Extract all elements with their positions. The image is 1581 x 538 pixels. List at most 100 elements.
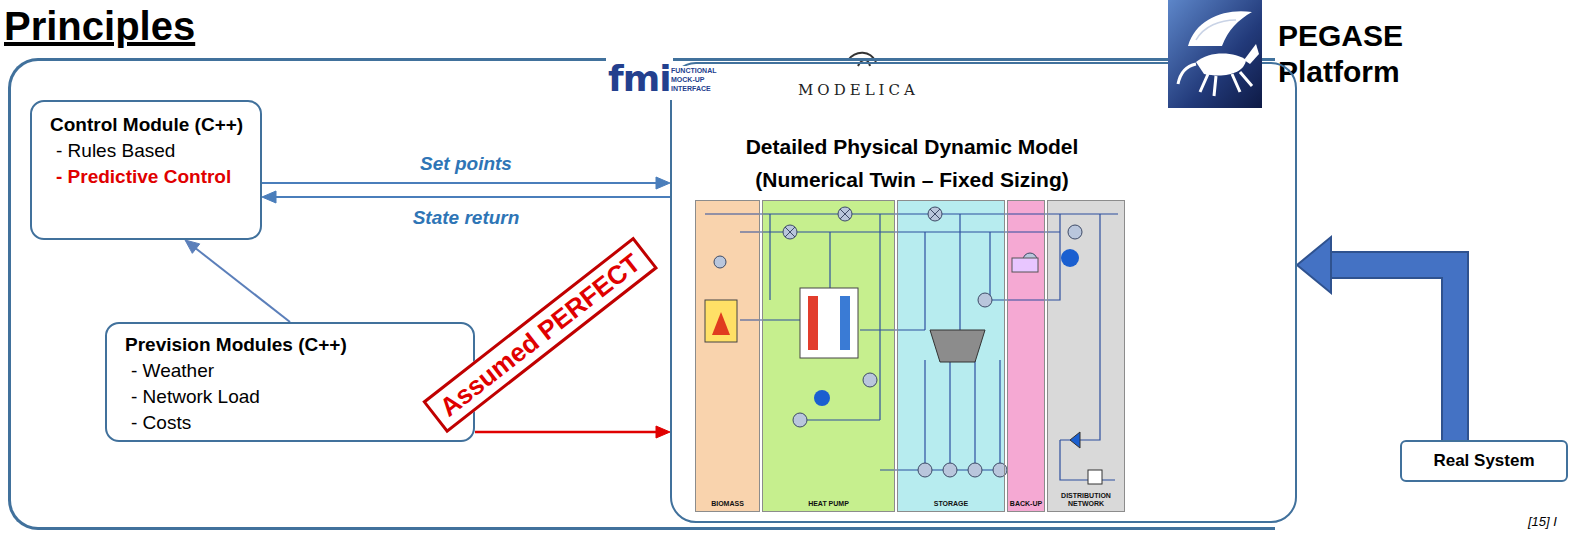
- schematic-part: [840, 296, 850, 350]
- module-heading: Control Module (C++): [50, 112, 244, 138]
- module-heading: Prevision Modules (C++): [125, 332, 457, 358]
- arrow-heads: [185, 240, 200, 253]
- schematic-part: [918, 463, 932, 477]
- schematic-part: [1088, 470, 1102, 484]
- schematic-part: [1061, 249, 1079, 267]
- box-label: BIOMASS: [711, 500, 744, 508]
- subsystem-panel: BACK-UP: [1007, 200, 1045, 512]
- schematic-part: [785, 227, 795, 237]
- schematic-part: [943, 463, 957, 477]
- subsystem-panel: BIOMASS: [695, 200, 760, 512]
- connector-line: [262, 182, 657, 184]
- connector-outline: [1330, 265, 1455, 440]
- schematic-part: [695, 200, 760, 512]
- schematic-part: [800, 288, 858, 358]
- schematic-part: [1012, 258, 1038, 272]
- bullet-item: - Predictive Control: [50, 164, 244, 190]
- schematic-part: [1188, 11, 1252, 46]
- arrow-heads: [656, 426, 670, 438]
- schematic-part: [1068, 225, 1082, 239]
- schematic-part: [978, 293, 992, 307]
- schematic-part: [1244, 44, 1259, 64]
- schematic-part: [1168, 0, 1262, 108]
- schematic-part: [1060, 214, 1100, 440]
- schematic-part: [959, 214, 960, 330]
- box-label: HEAT PUMP: [808, 500, 849, 508]
- bullet-item: - Network Load: [125, 384, 457, 410]
- system-box: Real System: [1400, 440, 1568, 482]
- arrow-heads: [262, 191, 276, 203]
- connector: [262, 191, 670, 203]
- platform-frame: PEGASE PlatformControl Module (C++)- Rul…: [8, 58, 1275, 530]
- schematic-part: [840, 209, 850, 219]
- schematic-part: [705, 214, 1118, 480]
- box-label: DISTRIBUTION NETWORK: [1049, 492, 1123, 508]
- box-label: Detailed Physical Dynamic Model (Numeric…: [722, 130, 1102, 196]
- model-box: Detailed Physical Dynamic Model (Numeric…: [670, 62, 1297, 523]
- fmi-logo-text: fmi: [606, 58, 673, 100]
- schematic-part: [897, 200, 1005, 512]
- modelica-logo: MODELICA: [798, 80, 919, 100]
- edge-label: State return: [410, 207, 523, 229]
- schematic-part: [783, 225, 797, 239]
- schematic-part: [808, 296, 818, 350]
- platform-name: PEGASE Platform: [1278, 18, 1438, 90]
- schematic-part: [785, 209, 940, 237]
- schematic-part: [968, 463, 982, 477]
- schematic-part: [714, 256, 726, 268]
- module-box: Control Module (C++)- Rules Based- Predi…: [30, 100, 262, 240]
- arrow-head: [656, 426, 670, 438]
- connector: [262, 177, 670, 189]
- schematic-part: [762, 200, 895, 512]
- arrow-head: [656, 177, 670, 189]
- box-label: BACK-UP: [1010, 500, 1042, 508]
- connector: [475, 426, 670, 438]
- schematic-part: [1047, 200, 1125, 512]
- module-box: Prevision Modules (C++)- Weather- Networ…: [105, 322, 475, 442]
- connector-line: [1330, 265, 1455, 440]
- schematic-part: [814, 390, 830, 406]
- bullet-item: - Costs: [125, 410, 457, 436]
- schematic-part: [1178, 64, 1196, 84]
- schematic-part: [880, 360, 1000, 470]
- schematic-part: [879, 214, 880, 420]
- schematic-part: [714, 207, 1082, 477]
- connector-line: [275, 196, 670, 198]
- schematic-part: [838, 207, 852, 221]
- subsystem-panel: STORAGE: [897, 200, 1005, 512]
- schematic-part: [930, 209, 940, 219]
- schematic-part: [829, 232, 830, 290]
- box-label: STORAGE: [934, 500, 969, 508]
- arrow-heads: [1297, 237, 1331, 293]
- schematic-part: [928, 207, 942, 221]
- arrow-head: [1297, 237, 1331, 293]
- fmi-logo-subtitle: FUNCTIONAL MOCK-UP INTERFACE: [671, 66, 717, 93]
- schematic-part: [924, 360, 925, 470]
- edge-label: Set points: [417, 153, 515, 175]
- schematic-part: [1196, 54, 1246, 76]
- schematic-part: [990, 214, 1060, 300]
- schematic-part: [949, 360, 950, 470]
- bullet-item: - Weather: [125, 358, 457, 384]
- box-label: Real System: [1433, 450, 1534, 472]
- schematic-part: [1070, 432, 1080, 448]
- schematic-part: [974, 360, 975, 470]
- arrow-head: [262, 191, 276, 203]
- connector-line: [195, 248, 290, 322]
- connector: [185, 240, 290, 322]
- slide-title: Principles: [4, 2, 195, 50]
- schematic-part: [769, 214, 770, 300]
- schematic-part: [930, 330, 985, 362]
- citation: [15] I: [1528, 514, 1557, 530]
- schematic-part: [800, 419, 880, 420]
- connector: [1297, 237, 1455, 440]
- schematic-part: [924, 232, 925, 330]
- bullet-item: - Rules Based: [50, 138, 244, 164]
- subsystem-panel: HEAT PUMP: [762, 200, 895, 512]
- connector-line: [475, 431, 657, 434]
- schematic-part: [705, 300, 737, 342]
- schematic-part: [712, 312, 730, 335]
- schematic-part: [860, 329, 925, 330]
- schematic-part: [793, 413, 807, 427]
- arrow-head: [185, 240, 200, 253]
